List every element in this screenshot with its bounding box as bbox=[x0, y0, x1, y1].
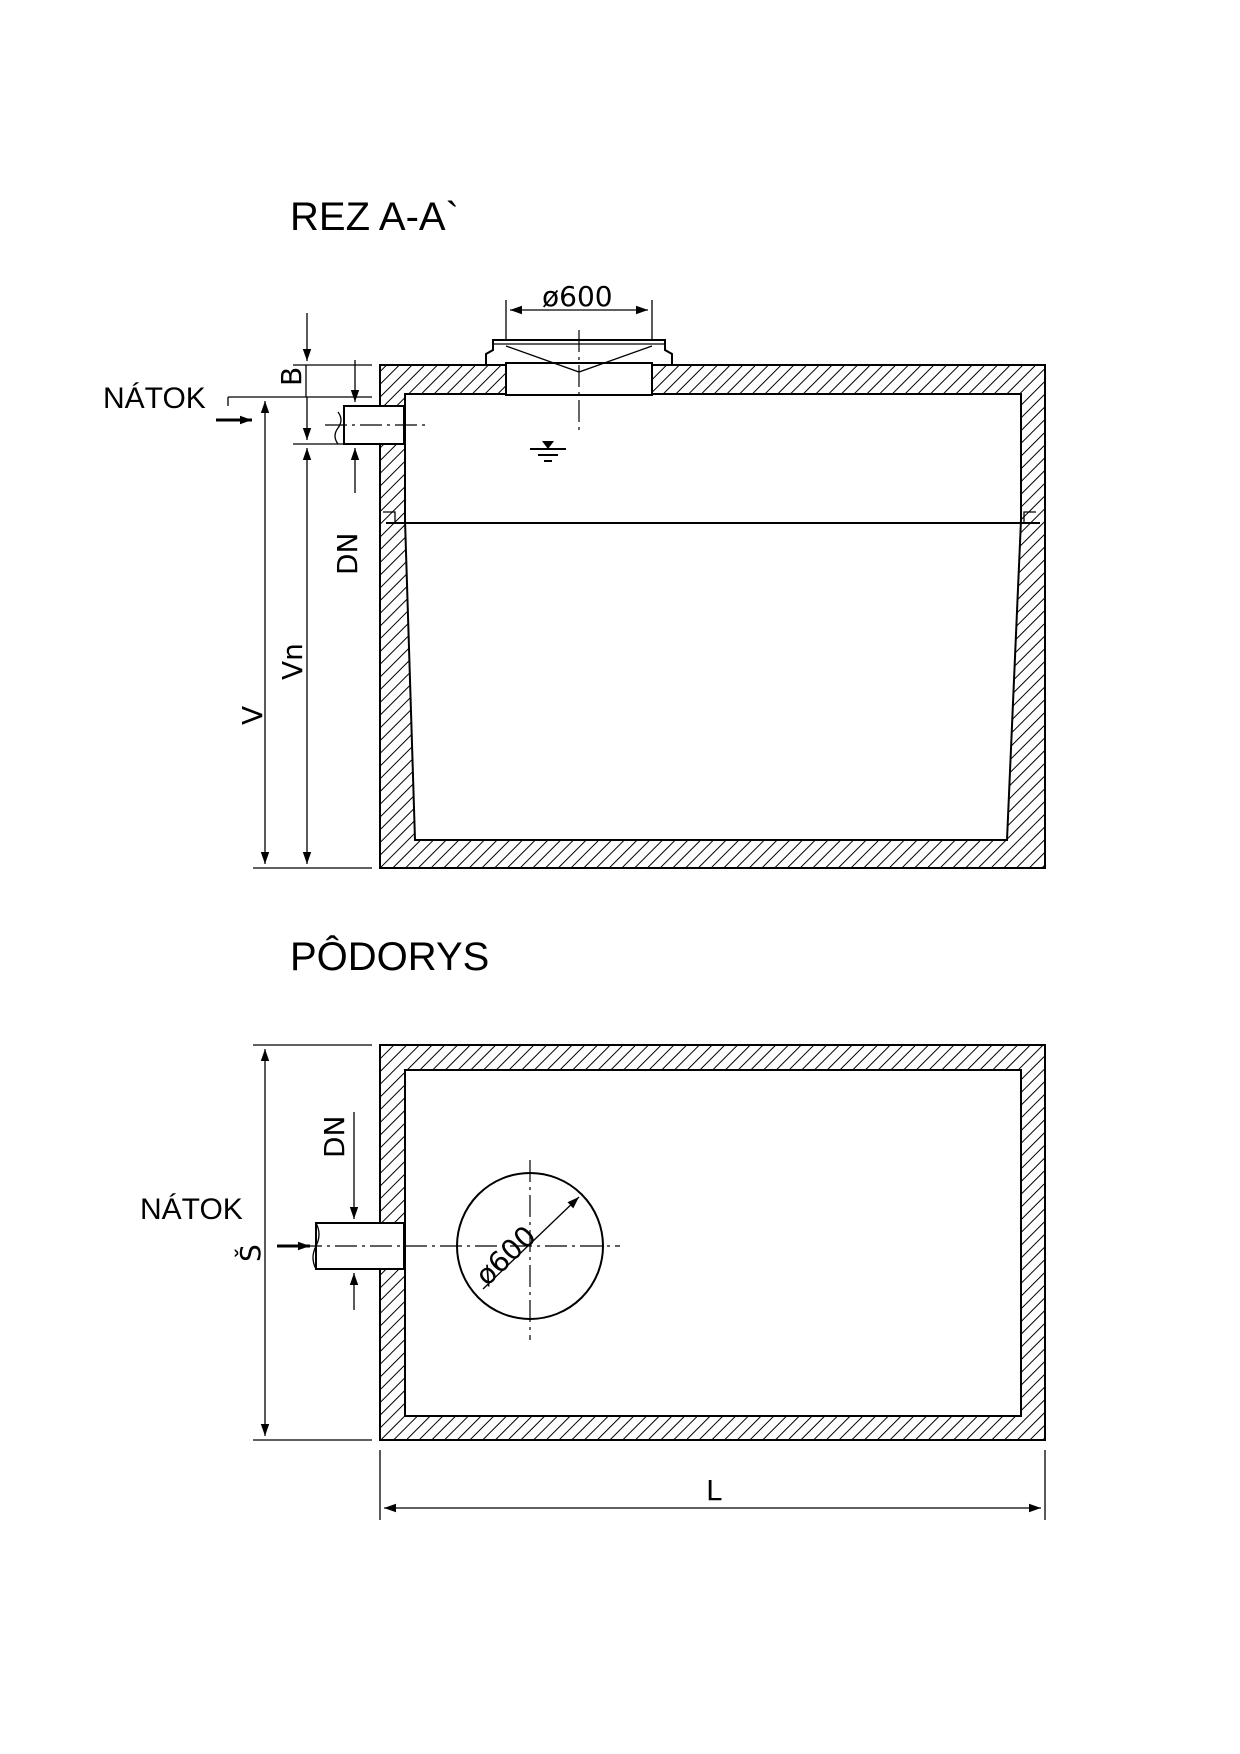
plan-manhole-diameter: ø600 bbox=[469, 1219, 543, 1292]
section-view: NÁTOK ø600 B DN Vn V bbox=[103, 280, 1046, 869]
section-title: REZ A-A` bbox=[290, 195, 459, 239]
section-tank-wall bbox=[379, 364, 1046, 869]
plan-tank-wall bbox=[379, 1044, 1046, 1441]
height-dimension-label: V bbox=[236, 706, 269, 725]
plan-pipe-dimension-label: DN bbox=[318, 1115, 351, 1158]
section-pipe-dimension-label: DN bbox=[331, 532, 364, 575]
plan-inlet-label: NÁTOK bbox=[140, 1193, 243, 1226]
plan-view: NÁTOK Š DN ø600 L bbox=[140, 1044, 1046, 1520]
cover-dimension-label: B bbox=[275, 367, 308, 386]
inlet-depth-dimension-label: Vn bbox=[276, 643, 309, 680]
width-dimension-label: Š bbox=[233, 1244, 267, 1262]
plan-title: PÔDORYS bbox=[290, 934, 489, 979]
water-level-symbol bbox=[530, 441, 566, 462]
section-manhole-diameter: ø600 bbox=[542, 280, 613, 313]
section-inlet-label: NÁTOK bbox=[103, 382, 206, 415]
plan-manhole-diameter-line bbox=[482, 1196, 580, 1290]
length-dimension-label: L bbox=[706, 1474, 722, 1507]
